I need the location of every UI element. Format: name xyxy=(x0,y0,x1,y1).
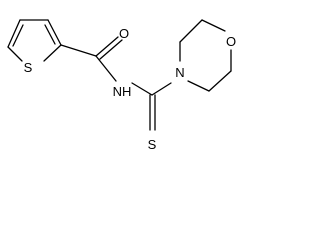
thiocarbonyl-group xyxy=(149,82,172,131)
structure-canvas: S O NH N O S xyxy=(7,19,236,152)
bond-c-n-lower xyxy=(187,80,210,92)
morpholine-nitrogen-label: N xyxy=(175,65,184,80)
bond-c2-c3 xyxy=(7,19,21,48)
thiophene-sulfur-label: S xyxy=(24,60,33,75)
amide-nitrogen-label: NH xyxy=(113,84,132,99)
bond-carbonyl-nitrogen xyxy=(95,55,117,82)
bond-thiocarbonyl-morpholine xyxy=(151,82,172,96)
bond-nitrogen-thiocarbonyl xyxy=(131,82,153,96)
bond-c4-c5-inner xyxy=(44,24,56,45)
bond-c-c-lower-right xyxy=(208,70,232,92)
bond-c5-s1 xyxy=(43,44,62,62)
morpholine-ring xyxy=(179,19,232,92)
bond-carbonyl-oxygen-double xyxy=(99,39,123,60)
amide-group xyxy=(60,36,153,96)
carbonyl-oxygen-label: O xyxy=(119,26,129,41)
thione-sulfur-label: S xyxy=(148,137,157,152)
bond-carbonyl-oxygen xyxy=(95,36,119,57)
thiophene-ring xyxy=(7,19,62,62)
morpholine-oxygen-label: O xyxy=(226,34,236,49)
bond-c2-c3-inner xyxy=(12,24,24,47)
bond-ring-carbonyl xyxy=(60,44,97,57)
bond-c4-c5 xyxy=(47,19,62,46)
bond-s1-c2 xyxy=(7,46,23,62)
bond-c-c-upper-left xyxy=(179,19,203,43)
bond-c-o-upper xyxy=(201,19,226,32)
molecule-drawing: S O NH N O S xyxy=(7,19,236,152)
